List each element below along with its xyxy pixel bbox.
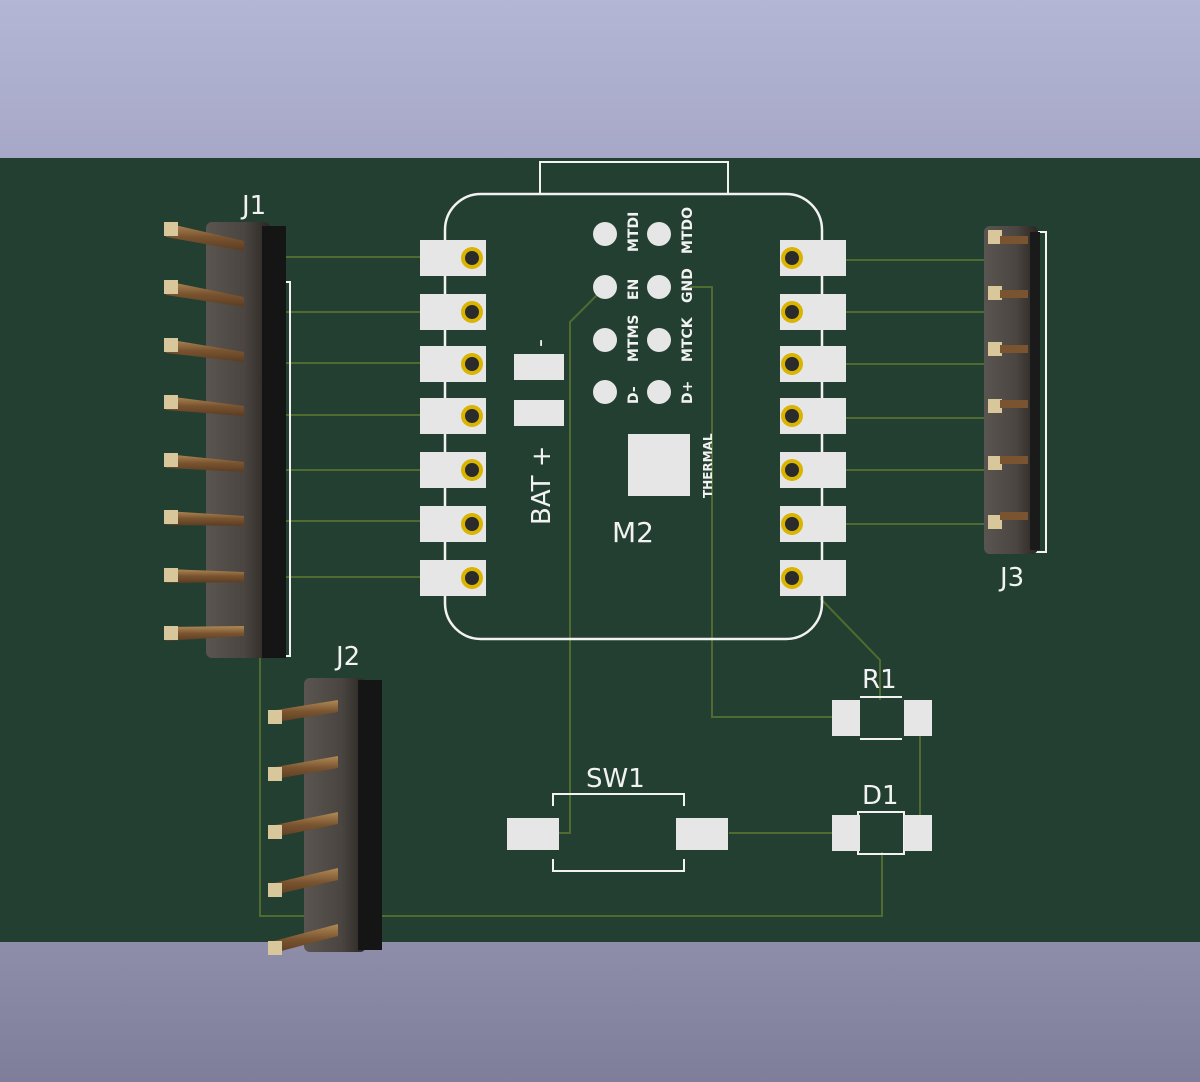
pin-label-d-plus: D+ — [680, 381, 696, 404]
j2-pins — [268, 700, 338, 955]
module-right-pads — [780, 240, 846, 596]
connector-j3: J3 — [984, 226, 1047, 593]
sw1-pad-1 — [507, 818, 559, 850]
thermal-label: THERMAL — [701, 433, 715, 498]
background-bottom — [0, 940, 1200, 1082]
pin-label-mtdo: MTDO — [680, 207, 696, 254]
d1-pad-1 — [832, 815, 860, 851]
j3-label: J3 — [998, 563, 1024, 593]
copper-traces — [259, 256, 988, 917]
thermal-pad — [628, 434, 690, 496]
battery-pad-minus — [514, 354, 564, 380]
d1-pad-2 — [904, 815, 932, 851]
j1-label: J1 — [240, 191, 266, 221]
pin-label-d-minus: D- — [626, 386, 642, 404]
battery-minus-label: - — [528, 339, 553, 347]
battery-pad-plus — [514, 400, 564, 426]
j1-pins — [164, 222, 244, 641]
switch-sw1: SW1 — [507, 764, 728, 872]
r1-pad-1 — [832, 700, 860, 736]
j2-label: J2 — [334, 642, 360, 672]
j3-pins — [988, 230, 1028, 529]
diode-d1: D1 — [832, 781, 932, 855]
resistor-r1: R1 — [832, 665, 932, 740]
connector-j2: J2 — [268, 642, 382, 955]
pin-label-mtck: MTCK — [680, 316, 696, 362]
module-m2: MTDI EN MTMS D- MTDO GND MTCK D+ - BAT +… — [420, 161, 846, 641]
pin-label-gnd: GND — [680, 268, 696, 303]
background-top — [0, 0, 1200, 160]
battery-label: BAT + — [527, 445, 557, 525]
module-ref-label: M2 — [612, 516, 654, 549]
r1-label: R1 — [862, 665, 897, 695]
pin-label-en: EN — [626, 279, 642, 300]
pin-label-mtdi: MTDI — [626, 212, 642, 252]
sw1-label: SW1 — [586, 764, 645, 794]
sw1-pad-2 — [676, 818, 728, 850]
connector-j1: J1 — [164, 191, 291, 658]
r1-pad-2 — [904, 700, 932, 736]
d1-label: D1 — [862, 781, 899, 811]
pin-label-mtms: MTMS — [626, 315, 642, 363]
module-left-pads — [420, 240, 486, 596]
module-internal-pads — [593, 222, 671, 404]
